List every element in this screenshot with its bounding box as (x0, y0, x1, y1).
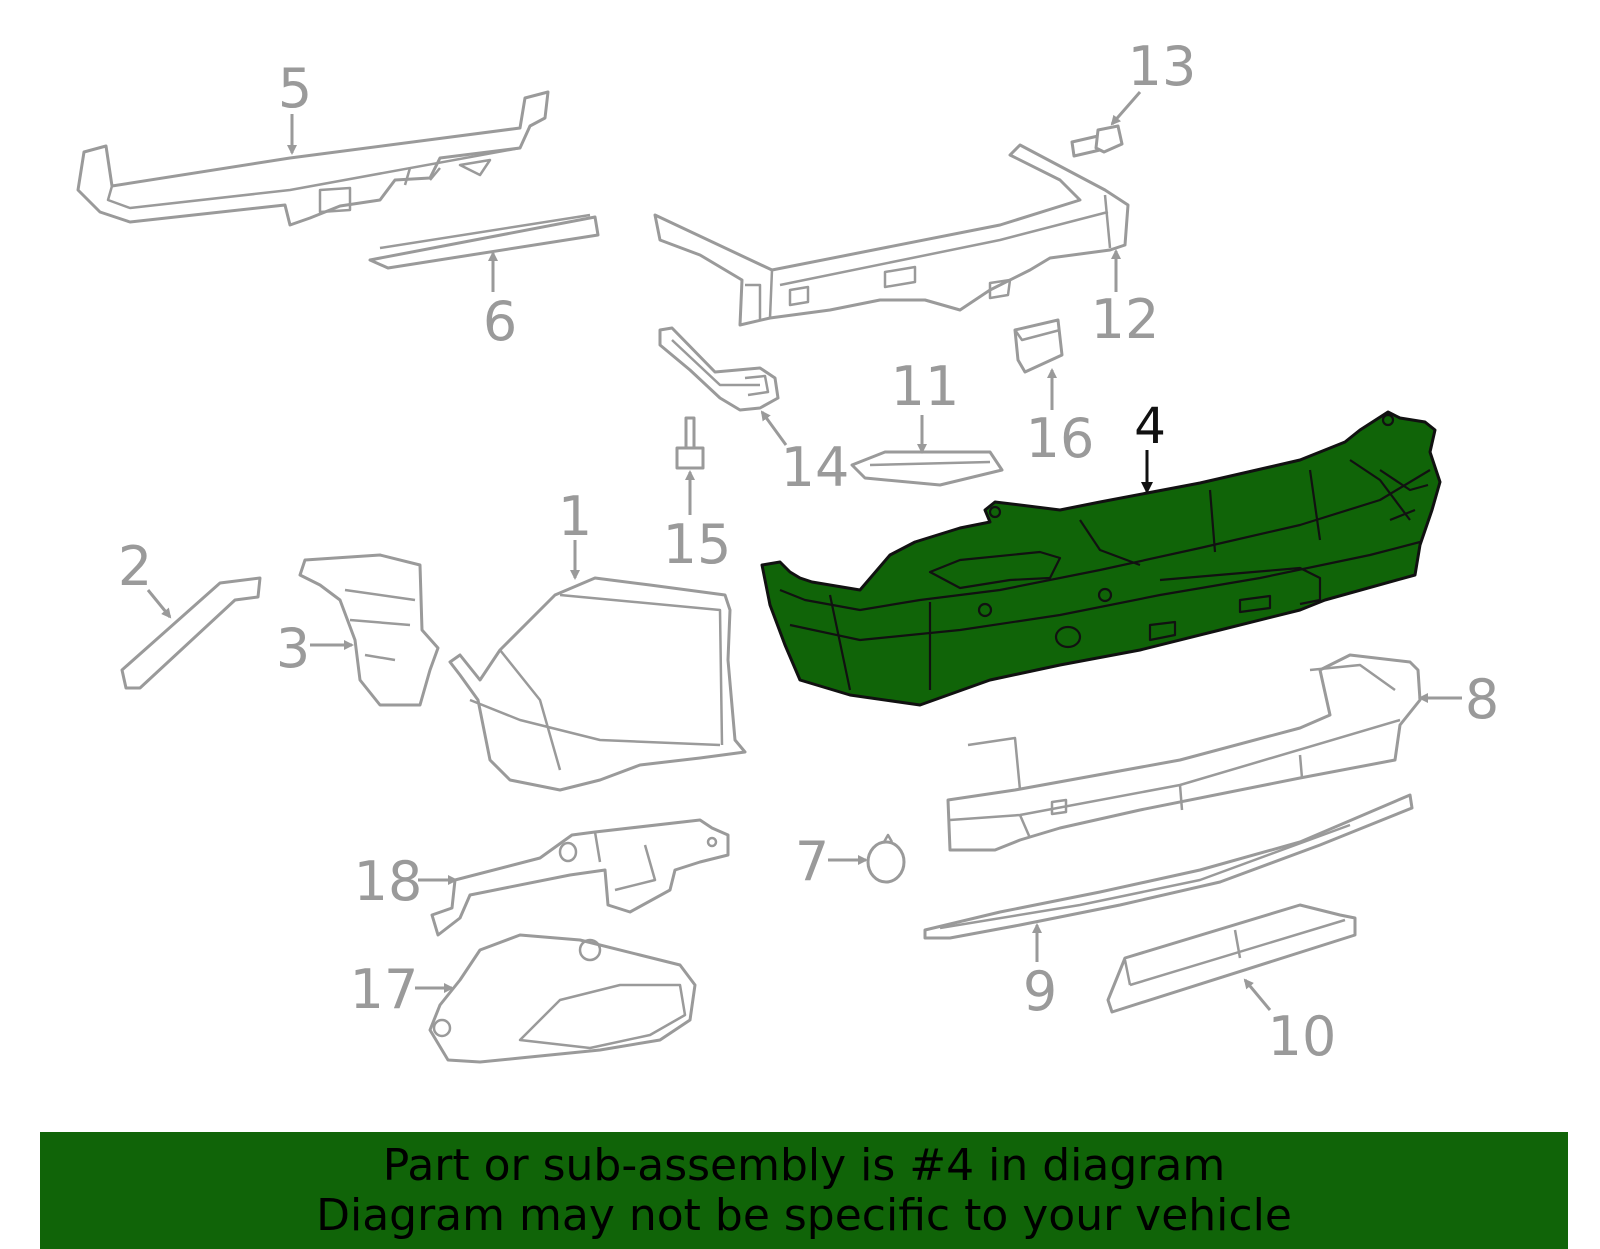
part-8-impact-bar (946, 653, 1422, 852)
callout-13: 13 (1128, 35, 1197, 98)
callout-18: 18 (354, 850, 423, 913)
part-13-bolt (1070, 124, 1124, 158)
callout-9: 9 (1023, 960, 1057, 1023)
part-12-rear-bar (653, 143, 1130, 327)
banner-line-2: Diagram may not be specific to your vehi… (316, 1189, 1292, 1241)
part-14-bracket (658, 326, 780, 412)
callout-8: 8 (1465, 668, 1499, 731)
part-4-bumper-fascia (760, 410, 1442, 707)
part-17-fog-lamp (428, 933, 697, 1064)
part-1-lamp-housing (448, 576, 747, 792)
part-5-upper-reinforcement (76, 90, 550, 227)
callout-7: 7 (795, 830, 829, 893)
leader-14 (760, 410, 788, 446)
part-18-bracket (430, 818, 730, 937)
banner-line-1: Part or sub-assembly is #4 in diagram (382, 1139, 1226, 1191)
callout-3: 3 (276, 617, 310, 680)
callout-12: 12 (1091, 288, 1160, 351)
callout-5: 5 (278, 57, 312, 120)
info-banner: Part or sub-assembly is #4 in diagram Di… (40, 1132, 1568, 1249)
part-7-clip (866, 833, 906, 884)
part-16-sensor (1013, 318, 1064, 374)
part-10-lower-trim (1106, 903, 1357, 1014)
callout-1: 1 (558, 485, 592, 548)
callout-17: 17 (350, 958, 419, 1021)
part-9-strip (923, 793, 1414, 940)
callout-labels: 5 6 13 12 16 11 14 15 1 2 3 8 7 9 10 18 … (118, 35, 1499, 1068)
callout-6: 6 (483, 290, 517, 353)
leader-10 (1243, 978, 1272, 1011)
part-11-trim (850, 450, 1004, 487)
part-3-side-bracket (298, 553, 440, 707)
part-6-strip (368, 213, 600, 270)
callout-14: 14 (781, 436, 850, 499)
part-2-bar (120, 576, 262, 690)
leader-lines (146, 91, 1462, 1011)
part-15-bolt (675, 416, 705, 470)
callout-16: 16 (1026, 407, 1095, 470)
callout-11: 11 (891, 355, 960, 418)
callout-15: 15 (663, 513, 732, 576)
callout-2: 2 (118, 535, 152, 598)
callout-4: 4 (1134, 397, 1166, 455)
leader-13 (1110, 91, 1142, 126)
callout-10: 10 (1268, 1005, 1337, 1068)
leader-2 (146, 589, 172, 619)
parts-diagram: 5 6 13 12 16 11 14 15 1 2 3 8 7 9 10 18 … (76, 35, 1499, 1068)
